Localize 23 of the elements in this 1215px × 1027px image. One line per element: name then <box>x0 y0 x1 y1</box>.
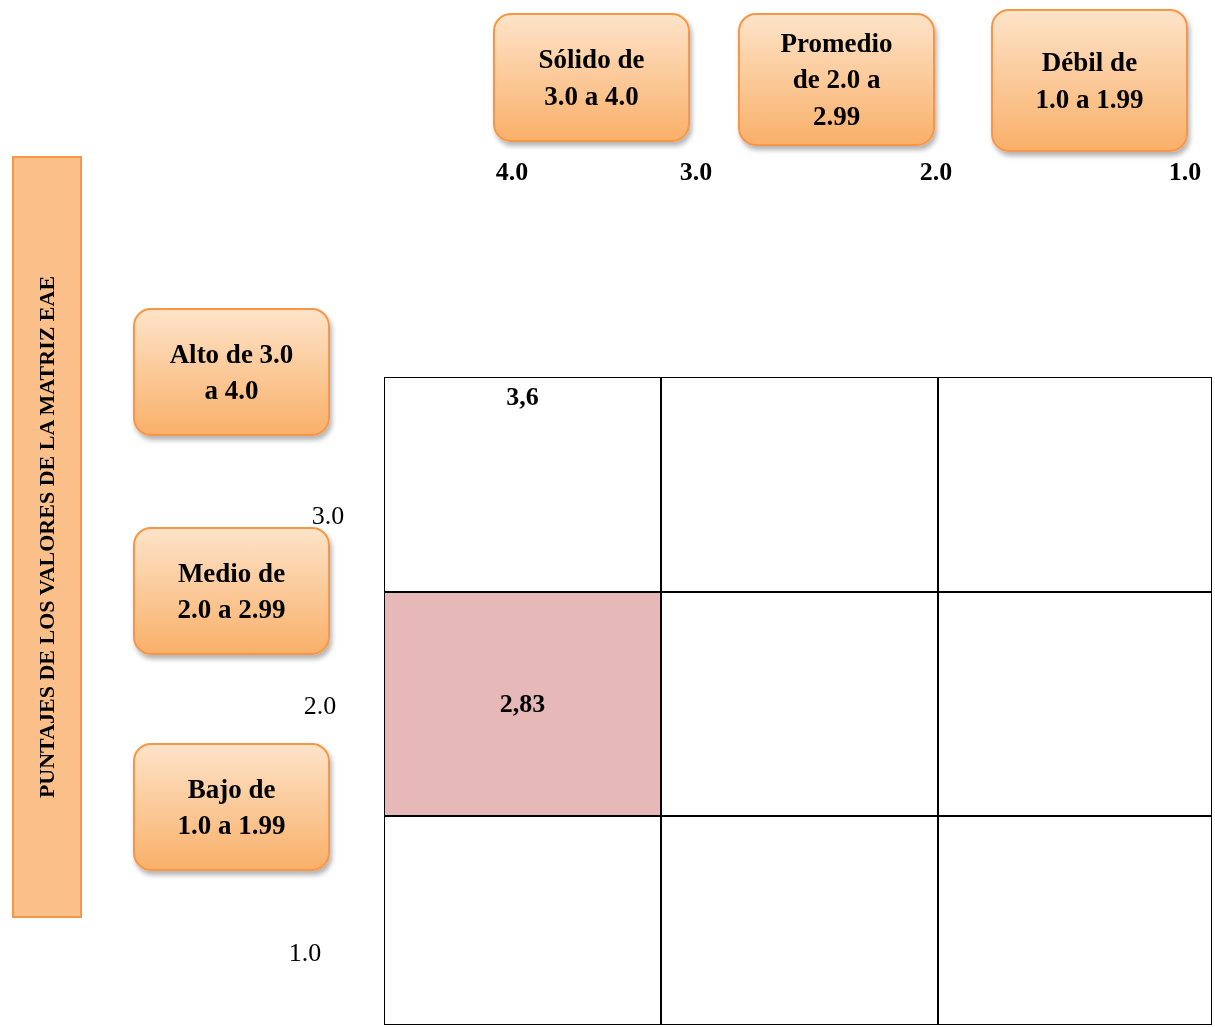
axis-title: PUNTAJES DE LOS VALORES DE LA MATRIZ EAE <box>34 275 60 799</box>
score-range-box: Débil de 1.0 a 1.99 <box>991 9 1188 152</box>
grid-cell <box>938 592 1212 816</box>
axis-tick-label: 1.0 <box>1168 157 1202 187</box>
score-range-box: Bajo de 1.0 a 1.99 <box>133 743 330 871</box>
score-value-cell: 2,83 <box>384 592 661 816</box>
axis-tick-label: 3.0 <box>679 157 713 187</box>
grid-cell <box>661 816 938 1025</box>
score-range-box: Alto de 3.0 a 4.0 <box>133 308 330 436</box>
score-range-box: Promedio de 2.0 a 2.99 <box>738 13 935 146</box>
axis-tick-label: 1.0 <box>288 938 322 968</box>
score-value-cell: 3,6 <box>384 377 661 592</box>
axis-title-band <box>12 156 82 918</box>
axis-tick-label: 4.0 <box>495 157 529 187</box>
grid-cell <box>661 592 938 816</box>
grid-cell <box>384 816 661 1025</box>
grid-cell <box>661 377 938 592</box>
score-range-box: Sólido de 3.0 a 4.0 <box>493 13 690 142</box>
grid-cell <box>938 377 1212 592</box>
grid-cell <box>938 816 1212 1025</box>
axis-tick-label: 2.0 <box>303 691 337 721</box>
score-range-box: Medio de 2.0 a 2.99 <box>133 527 330 655</box>
axis-tick-label: 2.0 <box>919 157 953 187</box>
